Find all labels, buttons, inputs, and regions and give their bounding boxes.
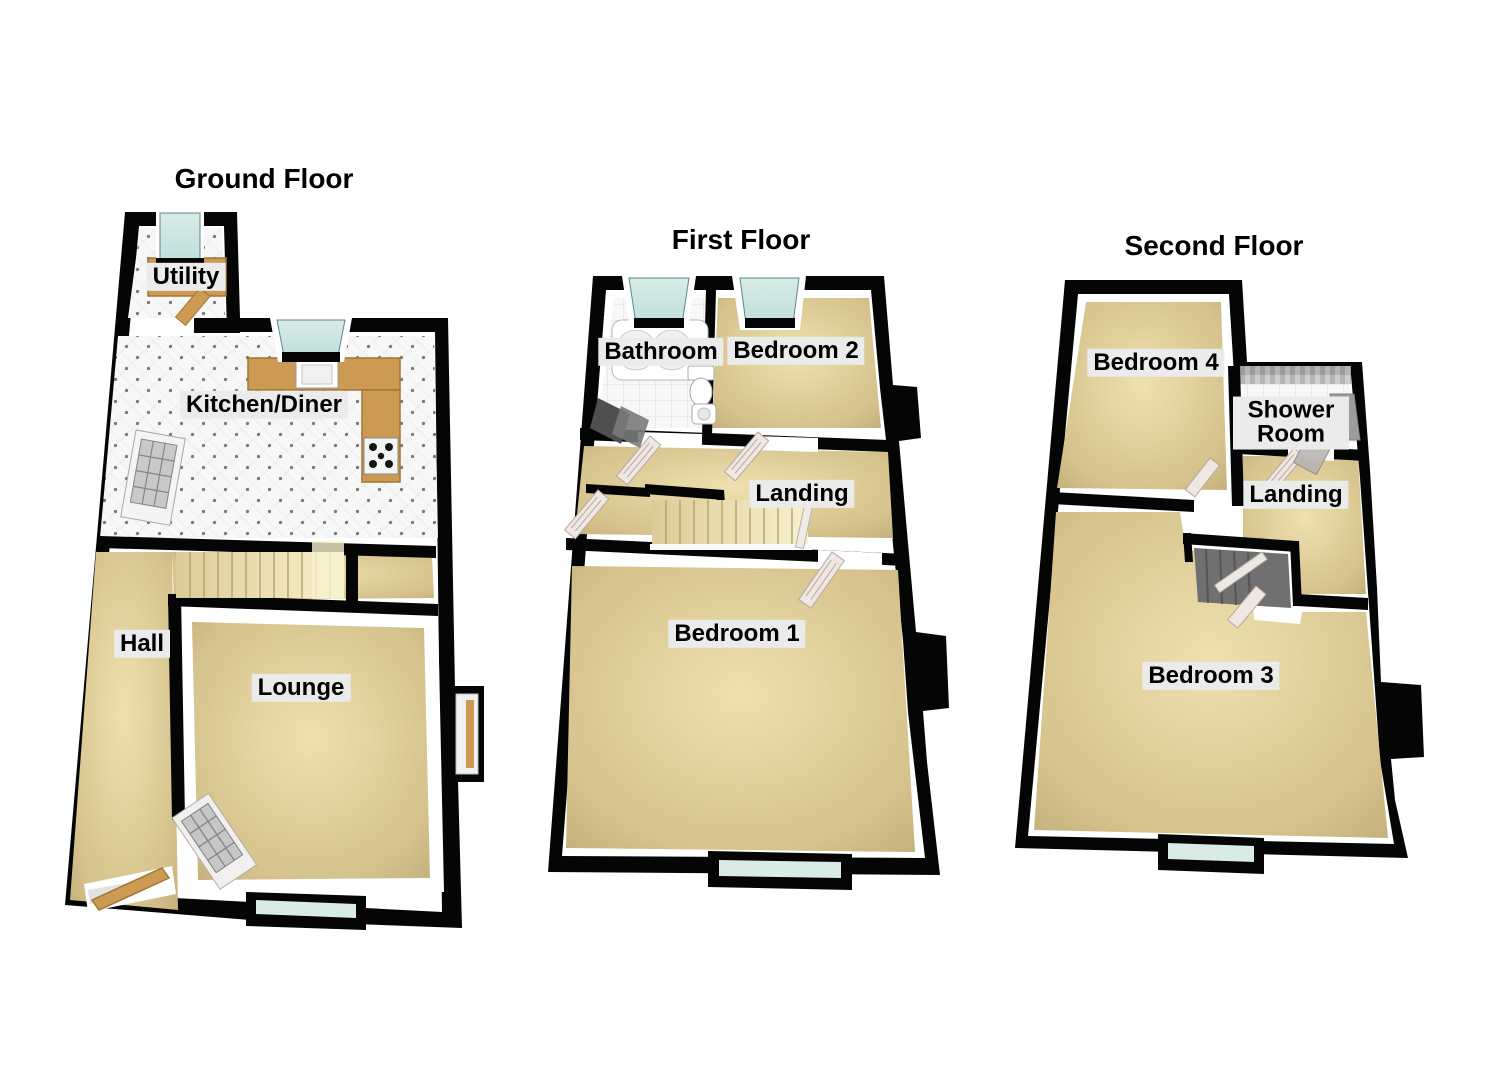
room-label-bedroom4: Bedroom 4 xyxy=(1087,348,1225,378)
hall-floor xyxy=(70,552,178,910)
stair-side-wall xyxy=(346,546,358,602)
toilet xyxy=(687,365,715,407)
shower-screen xyxy=(590,398,649,448)
lounge-floor xyxy=(192,622,430,880)
room-label-second-landing: Landing xyxy=(1243,480,1349,510)
bedroom1-door xyxy=(798,551,845,609)
stairwell-right-wall xyxy=(1290,541,1302,606)
room-label-lounge: Lounge xyxy=(251,673,351,703)
utility-door xyxy=(174,287,211,327)
utility-back-door-window xyxy=(156,212,204,266)
kitchen-sink xyxy=(295,360,339,389)
bedroom1-bay-window xyxy=(708,851,852,890)
stairwell-wall xyxy=(645,484,724,500)
wash-basin xyxy=(691,403,717,425)
ground-floor-plan xyxy=(65,212,484,930)
stairwell-top-wall xyxy=(1183,533,1297,552)
room-label-shower-room: Shower Room xyxy=(1233,396,1349,450)
bedroom2-door-gap xyxy=(754,436,818,452)
first-floor-plan xyxy=(548,276,949,890)
room-label-hall: Hall xyxy=(113,629,171,659)
first-floor-title: First Floor xyxy=(671,224,811,255)
bathroom-window xyxy=(622,276,696,330)
stairwell-left-wall xyxy=(1183,533,1193,562)
landing-bedroom3-wall xyxy=(1297,594,1368,610)
bedroom4-floor xyxy=(1057,302,1227,490)
landing-door xyxy=(563,489,610,540)
bedroom4-door xyxy=(1184,457,1221,498)
room-label-bathroom: Bathroom xyxy=(598,337,724,367)
lounge-left-wall xyxy=(168,594,185,820)
room-label-bedroom3: Bedroom 3 xyxy=(1142,661,1280,691)
shower-room-window-blinds xyxy=(1239,366,1351,384)
room-label-kitchen-diner: Kitchen/Diner xyxy=(179,390,349,420)
ground-floor-title: Ground Floor xyxy=(174,163,354,194)
room-label-first-landing: Landing xyxy=(749,479,855,509)
second-stairwell xyxy=(1194,548,1291,608)
bedroom1-floor xyxy=(566,566,915,852)
bathroom-door xyxy=(615,435,662,486)
kitchen-window xyxy=(270,318,352,362)
bedroom3-door xyxy=(1227,585,1267,629)
utility-kitchen-wall xyxy=(194,318,240,333)
second-floor-title: Second Floor xyxy=(1124,230,1304,261)
bedroom3-bay-window xyxy=(1158,834,1264,874)
stove xyxy=(363,437,399,475)
room-label-utility: Utility xyxy=(146,262,226,292)
lounge-top-wall xyxy=(168,594,438,616)
room-label-bedroom2: Bedroom 2 xyxy=(727,336,865,366)
lounge-glazed-door xyxy=(171,792,258,890)
bedroom4-bottom-wall xyxy=(1052,492,1194,512)
lounge-front-bay-window xyxy=(246,892,366,930)
lounge-side-bay-window xyxy=(450,686,484,782)
bedroom2-window xyxy=(732,276,806,330)
ground-staircase xyxy=(176,541,344,599)
front-door xyxy=(84,866,176,912)
bedroom2-door xyxy=(723,431,770,482)
kitchen-glazed-door xyxy=(120,429,186,526)
room-label-bedroom1: Bedroom 1 xyxy=(668,619,806,649)
